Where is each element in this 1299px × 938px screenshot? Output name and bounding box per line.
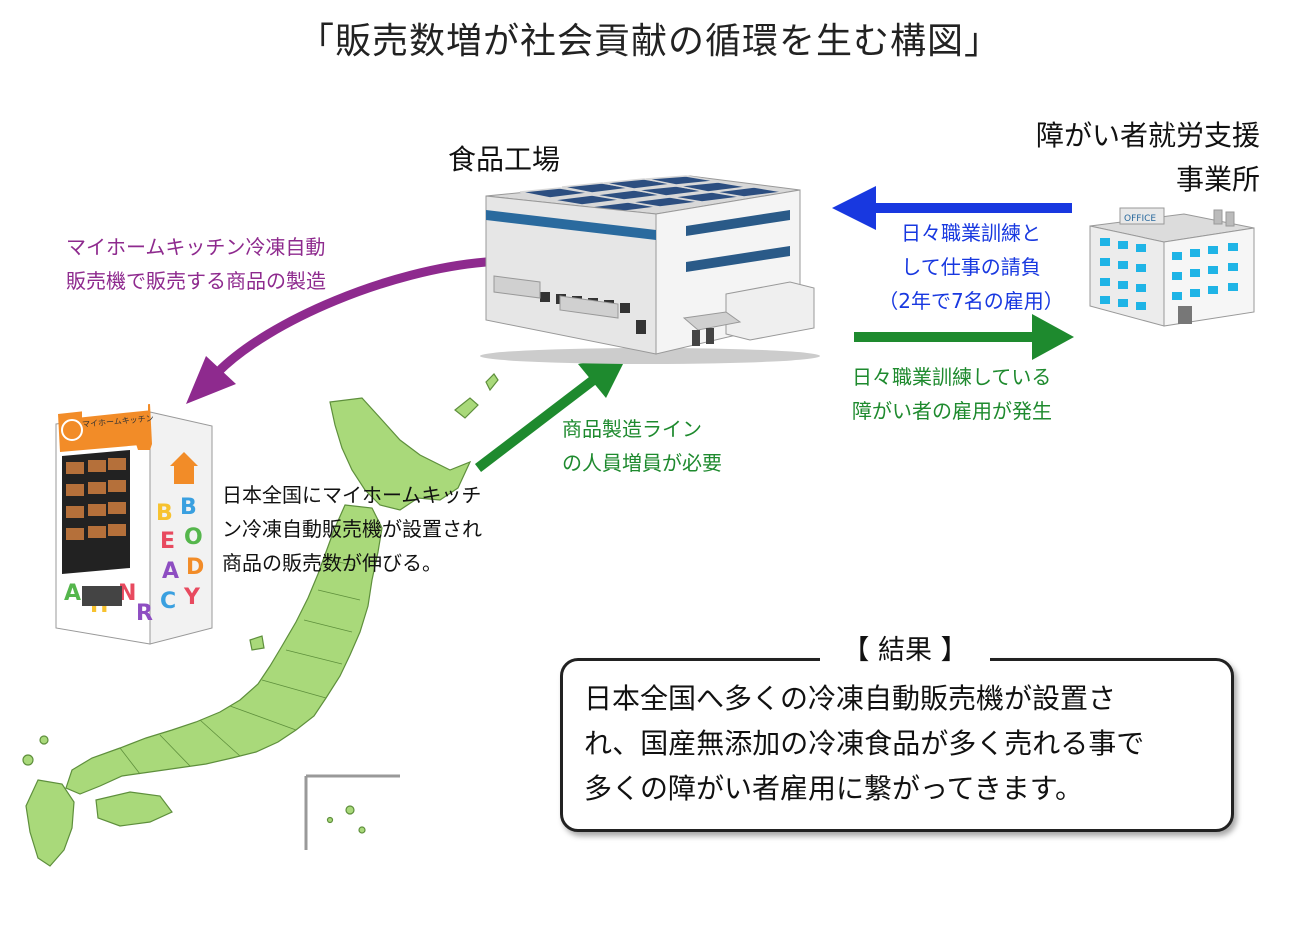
svg-text:O: O bbox=[184, 525, 203, 550]
factory-label: 食品工場 bbox=[448, 143, 561, 176]
contract-note-line3: （2年で7名の雇用） bbox=[878, 289, 1064, 313]
svg-text:Y: Y bbox=[183, 585, 201, 610]
production-note-line2: の人員増員が必要 bbox=[562, 451, 722, 475]
japan-note-line2: ン冷凍自動販売機が設置され bbox=[222, 517, 482, 541]
green-arrow-production bbox=[474, 354, 628, 472]
office-label-line2: 事業所 bbox=[1175, 163, 1260, 196]
office-building bbox=[1089, 207, 1255, 327]
svg-text:B: B bbox=[180, 495, 197, 520]
office-sign: OFFICE bbox=[1124, 214, 1157, 224]
green-arrow-employment bbox=[854, 314, 1074, 360]
employment-note-line1: 日々職業訓練している bbox=[852, 365, 1052, 389]
diagram-title: 「販売数増が社会貢献の循環を生む構図」 bbox=[297, 21, 1001, 62]
result-text: 日本全国へ多くの冷凍自動販売機が設置さ れ、国産無添加の冷凍食品が多く売れる事で… bbox=[584, 676, 1224, 811]
production-note-line1: 商品製造ライン bbox=[562, 417, 702, 441]
purple-arrow bbox=[186, 257, 487, 404]
svg-text:C: C bbox=[160, 589, 176, 614]
result-heading: 【 結果 】 bbox=[820, 628, 990, 667]
manufacturing-note-line1: マイホームキッチン冷凍自動 bbox=[66, 235, 326, 259]
result-box bbox=[560, 658, 1234, 832]
result-line2: れ、国産無添加の冷凍食品が多く売れる事で bbox=[584, 727, 1145, 760]
svg-text:N: N bbox=[118, 581, 136, 606]
japan-note-line1: 日本全国にマイホームキッチ bbox=[222, 483, 482, 507]
svg-text:E: E bbox=[160, 529, 175, 554]
result-line1: 日本全国へ多くの冷凍自動販売機が設置さ bbox=[584, 682, 1117, 715]
japan-map bbox=[22, 373, 499, 867]
manufacturing-note-line2: 販売機で販売する商品の製造 bbox=[66, 269, 326, 293]
okinawa-inset-frame bbox=[304, 774, 400, 850]
svg-text:D: D bbox=[186, 555, 204, 580]
svg-text:A: A bbox=[64, 581, 81, 606]
japan-note-line3: 商品の販売数が伸びる。 bbox=[222, 551, 442, 575]
svg-text:A: A bbox=[162, 559, 179, 584]
blue-arrow-contract bbox=[832, 186, 1072, 230]
factory-building bbox=[480, 175, 820, 364]
result-line3: 多くの障がい者雇用に繋がってきます。 bbox=[584, 772, 1083, 805]
contract-note-line1: 日々職業訓練と bbox=[901, 221, 1041, 245]
vending-machine: BB EO AD CY AH NR bbox=[55, 396, 213, 645]
svg-text:R: R bbox=[136, 601, 153, 626]
contract-note-line2: して仕事の請負 bbox=[901, 255, 1041, 279]
svg-text:B: B bbox=[156, 501, 173, 526]
employment-note-line2: 障がい者の雇用が発生 bbox=[852, 399, 1052, 423]
office-label-line1: 障がい者就労支援 bbox=[1035, 119, 1260, 152]
prefecture-lines bbox=[119, 559, 361, 775]
